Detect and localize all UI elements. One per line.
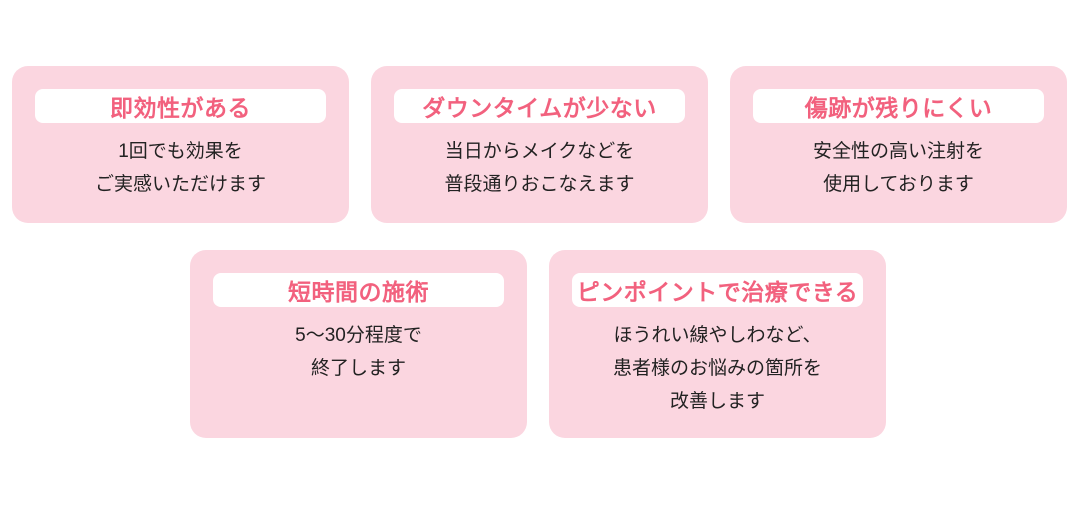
feature-card-minimal-scarring: 傷跡が残りにくい 安全性の高い注射を 使用しております [730,66,1067,223]
card-title: ダウンタイムが少ない [422,95,657,121]
card-title-pill: ダウンタイムが少ない [394,89,685,123]
card-body-line: ご実感いただけます [94,174,266,195]
card-body-line: 終了します [310,358,406,379]
card-title: 即効性がある [110,95,251,121]
card-body: 当日からメイクなどを 普段通りおこなえます [371,135,708,201]
card-row-bottom: 短時間の施術 5〜30分程度で 終了します ピンポイントで治療できる ほうれい線… [190,250,886,438]
card-body-line: 当日からメイクなどを [444,141,635,162]
card-body-line: 改善します [669,391,765,412]
card-body: 1回でも効果を ご実感いただけます [12,135,349,201]
card-body-line: 患者様のお悩みの箇所を [612,358,822,379]
feature-card-pinpoint-treatment: ピンポイントで治療できる ほうれい線やしわなど、 患者様のお悩みの箇所を 改善し… [549,250,886,438]
card-row-top: 即効性がある 1回でも効果を ご実感いただけます ダウンタイムが少ない 当日から… [12,66,1067,223]
card-body-line: 安全性の高い注射を [812,141,984,162]
card-title-pill: 短時間の施術 [213,273,504,307]
feature-card-short-procedure: 短時間の施術 5〜30分程度で 終了します [190,250,527,438]
card-body-line: 普段通りおこなえます [444,174,635,195]
card-body: ほうれい線やしわなど、 患者様のお悩みの箇所を 改善します [549,319,886,418]
card-title: 傷跡が残りにくい [804,95,993,121]
card-body-line: ほうれい線やしわなど、 [613,325,822,346]
card-title: ピンポイントで治療できる [576,279,859,305]
card-title-pill: ピンポイントで治療できる [572,273,863,307]
card-body-line: 5〜30分程度で [295,325,422,346]
card-title-pill: 即効性がある [35,89,326,123]
feature-card-low-downtime: ダウンタイムが少ない 当日からメイクなどを 普段通りおこなえます [371,66,708,223]
card-title-pill: 傷跡が残りにくい [753,89,1044,123]
card-body-line: 1回でも効果を [118,141,243,162]
card-body-line: 使用しております [823,174,974,195]
card-body: 5〜30分程度で 終了します [190,319,527,385]
feature-card-instant-effect: 即効性がある 1回でも効果を ご実感いただけます [12,66,349,223]
card-title: 短時間の施術 [288,279,429,305]
card-body: 安全性の高い注射を 使用しております [730,135,1067,201]
